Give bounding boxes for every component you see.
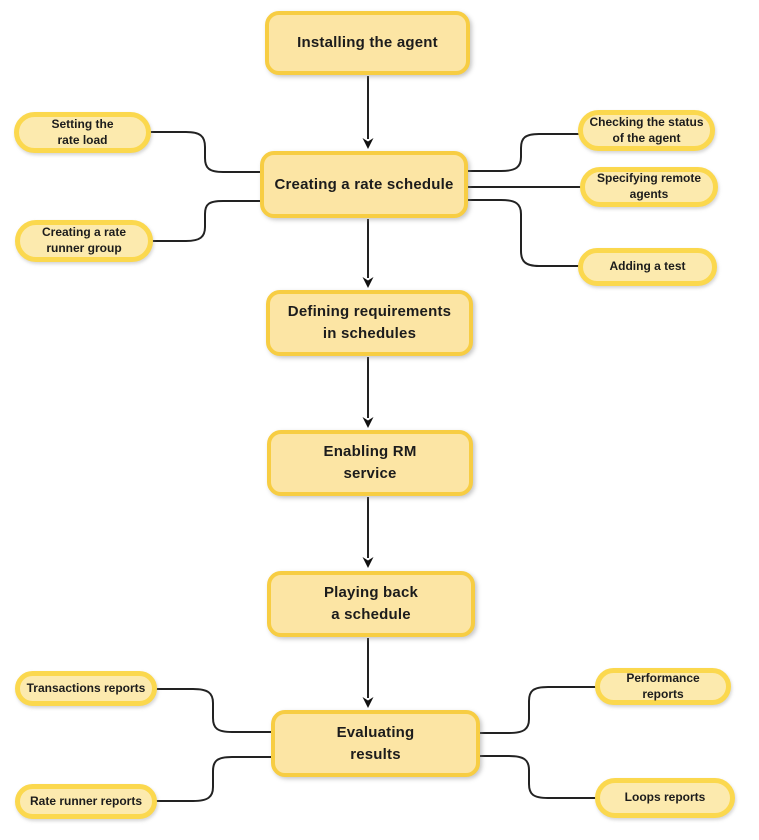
flow-node-enabling-rm-service[interactable]: Enabling RM service — [267, 430, 473, 496]
connector-checking-status — [467, 133, 579, 172]
connector-adding-a-test — [467, 199, 579, 267]
satellite-creating-a-rate-runner-group[interactable]: Creating a rate runner group — [15, 220, 153, 262]
satellite-adding-a-test[interactable]: Adding a test — [578, 248, 717, 286]
satellite-label: Rate runner reports — [29, 793, 143, 808]
flow-node-label: Installing the agent — [297, 34, 438, 52]
flow-node-label: Creating a rate schedule — [274, 175, 454, 193]
connector-rate-runner-reports — [156, 756, 272, 802]
flow-node-label: Defining requirements in schedules — [287, 303, 452, 342]
satellite-label: Loops reports — [624, 790, 706, 805]
connector-loops-reports — [479, 755, 596, 799]
flow-node-label: Playing back a schedule — [323, 584, 419, 623]
arrowhead-icon — [362, 277, 374, 288]
arrowhead-icon — [362, 697, 374, 708]
satellite-label: Specifying remote agents — [596, 171, 702, 201]
arrowhead-icon — [362, 557, 374, 568]
satellite-performance-reports[interactable]: Performance reports — [595, 668, 731, 705]
arrowhead-icon — [362, 417, 374, 428]
flow-node-evaluating-results[interactable]: Evaluating results — [271, 710, 480, 777]
flow-node-label: Enabling RM service — [323, 443, 417, 482]
arrowhead-icon — [362, 138, 374, 149]
connector-rate-runner-group — [152, 200, 261, 242]
satellite-rate-runner-reports[interactable]: Rate runner reports — [15, 784, 157, 819]
satellite-label: Creating a rate runner group — [41, 225, 127, 255]
satellite-transactions-reports[interactable]: Transactions reports — [15, 671, 157, 706]
satellite-loops-reports[interactable]: Loops reports — [595, 778, 735, 818]
connector-setting-rate-load — [150, 131, 261, 173]
satellite-label: Performance reports — [626, 670, 700, 701]
flow-node-creating-a-rate-schedule[interactable]: Creating a rate schedule — [260, 151, 468, 218]
flow-node-playing-back-a-schedule[interactable]: Playing back a schedule — [267, 571, 475, 637]
satellite-label: Setting the rate load — [51, 116, 114, 147]
connector-performance-reports — [479, 686, 596, 734]
satellite-specifying-remote-agents[interactable]: Specifying remote agents — [580, 167, 718, 207]
satellite-label: Adding a test — [609, 259, 686, 274]
flow-node-label: Evaluating results — [336, 723, 415, 763]
connector-transactions-reports — [156, 688, 272, 733]
flow-node-defining-requirements-in-schedules[interactable]: Defining requirements in schedules — [266, 290, 473, 356]
satellite-label: Transactions reports — [26, 680, 146, 695]
flow-node-installing-the-agent[interactable]: Installing the agent — [265, 11, 470, 75]
satellite-checking-the-status-of-the-agent[interactable]: Checking the status of the agent — [578, 110, 715, 151]
satellite-setting-the-rate-load[interactable]: Setting the rate load — [14, 112, 151, 153]
satellite-label: Checking the status of the agent — [589, 114, 704, 145]
